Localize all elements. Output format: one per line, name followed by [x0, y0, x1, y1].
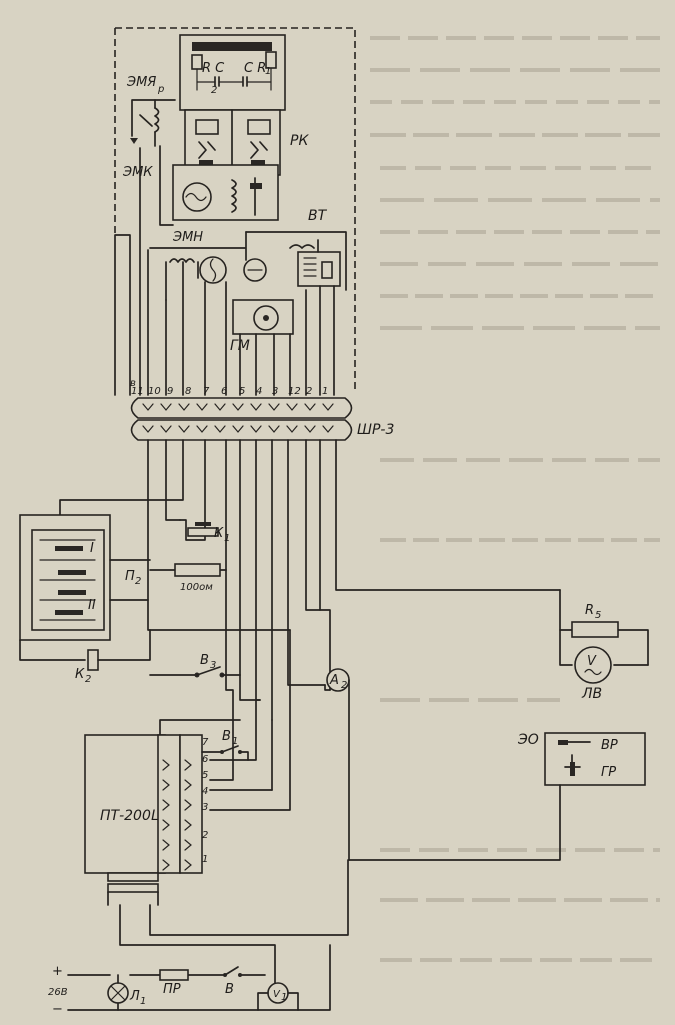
- b1-switch: В 1: [201, 729, 249, 761]
- pt-pin-label: 2: [202, 830, 208, 841]
- k2-subscript: 2: [85, 674, 91, 685]
- p2-subscript: 2: [135, 576, 141, 587]
- emya-coil: ЭМЯ р: [126, 75, 176, 147]
- connector-pin-label: 2: [306, 386, 312, 397]
- r5-label: R: [585, 603, 594, 618]
- paper-texture: [370, 36, 660, 962]
- rc-label: R C: [202, 61, 225, 76]
- k1-switch: К 1: [179, 519, 230, 544]
- gr-label: ГР: [601, 765, 616, 780]
- b-mark: в: [130, 378, 136, 389]
- eo-unit: ЭО ВР ГР: [324, 684, 646, 861]
- b-switch-label: В: [225, 982, 234, 997]
- connector-pin-label: 8: [185, 386, 191, 397]
- eo-label: ЭО: [517, 732, 539, 748]
- k2-label: К: [75, 667, 85, 682]
- emn-label: ЭМН: [172, 230, 203, 245]
- vr-label: ВР: [601, 738, 618, 753]
- l1-subscript: 1: [140, 996, 146, 1007]
- emk-label: ЭМК: [122, 165, 153, 180]
- plus-terminal: +: [52, 964, 63, 979]
- b1-subscript: 1: [232, 736, 238, 747]
- k1-subscript: 1: [224, 533, 230, 544]
- r5-resistor: R 5: [559, 589, 649, 666]
- connector-pin-label: 4: [256, 386, 262, 397]
- v1-meter-symbol: V: [273, 989, 281, 1000]
- pt-harness: [159, 569, 291, 811]
- connector-pin-labels: 11 10 9 8 7 6 5 4 3 12 2 1: [131, 386, 328, 397]
- emya-subscript: р: [157, 84, 164, 95]
- c-r1-label: C R: [244, 61, 266, 76]
- pt-pin-label: 1: [202, 854, 208, 865]
- voltmeter-v-symbol: V: [587, 654, 597, 669]
- connector-pin-label: 11: [131, 386, 144, 397]
- supply-voltage-label: 26В: [48, 987, 68, 998]
- b3-switch: В 3: [149, 653, 241, 678]
- connector-pin-label: 5: [239, 386, 245, 397]
- pt-pin-label: 5: [202, 770, 208, 781]
- connector-pin-label: 9: [167, 386, 173, 397]
- pr-label: ПР: [163, 982, 181, 997]
- roman-one-label: I: [90, 541, 94, 556]
- pt-pin-label: 7: [202, 737, 209, 748]
- upper-left-wiring: [114, 147, 141, 396]
- shr3-connector: 11 10 9 8 7 6 5 4 3 12 2 1 в ШР-3: [130, 378, 394, 441]
- emn-vt-block: ЭМН ВТ: [147, 208, 347, 396]
- unit-enclosure: [114, 27, 356, 392]
- connector-pin-label: 10: [148, 386, 161, 397]
- pt-pin-label: 6: [202, 754, 208, 765]
- shr3-label: ШР-3: [357, 422, 394, 438]
- b1-label: В: [222, 729, 231, 744]
- b3-label: В: [200, 653, 209, 668]
- vt-label: ВТ: [308, 208, 328, 224]
- minus-terminal: −: [52, 1002, 63, 1017]
- v1-meter-subscript: 1: [281, 992, 287, 1003]
- rk-label: РК: [290, 133, 309, 149]
- connector-pin-label: 6: [221, 386, 227, 397]
- pt-200c-label: ПТ-200Ц: [100, 808, 162, 824]
- resistor-100-ohm: 100ом П 2: [125, 563, 227, 593]
- pt-pin-label: 3: [202, 802, 208, 813]
- rc-subscript: 2: [211, 85, 217, 96]
- b3-subscript: 3: [210, 660, 216, 671]
- connector-pin-label: 3: [272, 386, 278, 397]
- resistor-100-label: 100ом: [180, 582, 213, 593]
- p2-label: П: [125, 569, 135, 584]
- a2-label: А: [329, 673, 339, 688]
- connector-pin-label: 12: [288, 386, 301, 397]
- a2-subscript: 2: [341, 680, 347, 691]
- left-switch-panel: I II К 2: [19, 514, 151, 685]
- connector-pin-label: 7: [203, 386, 210, 397]
- pt-pin-label: 4: [202, 786, 208, 797]
- pt-200c-block: ПТ-200Ц 7 6 5 4 3 2 1: [84, 734, 209, 906]
- gm-motor: ГМ: [165, 261, 335, 396]
- l1-label: Л: [129, 989, 140, 1004]
- rk-relay-block: РК: [184, 109, 309, 176]
- power-circuit: + − 26В Л 1 ПР В V 1: [48, 859, 349, 1017]
- lv-label: ЛВ: [581, 686, 602, 702]
- k1-label: К: [214, 526, 224, 541]
- emya-label: ЭМЯ: [126, 75, 156, 90]
- r1-subscript: 1: [265, 66, 271, 77]
- r5-subscript: 5: [595, 610, 601, 621]
- rc-block: R C C R 2 1: [179, 34, 286, 111]
- roman-two-label: II: [88, 598, 96, 613]
- lv-voltmeter: V ЛВ: [559, 629, 649, 702]
- emk-block: ЭМК: [122, 145, 279, 226]
- a2-ammeter: А 2: [326, 668, 350, 861]
- connector-pin-label: 1: [322, 386, 328, 397]
